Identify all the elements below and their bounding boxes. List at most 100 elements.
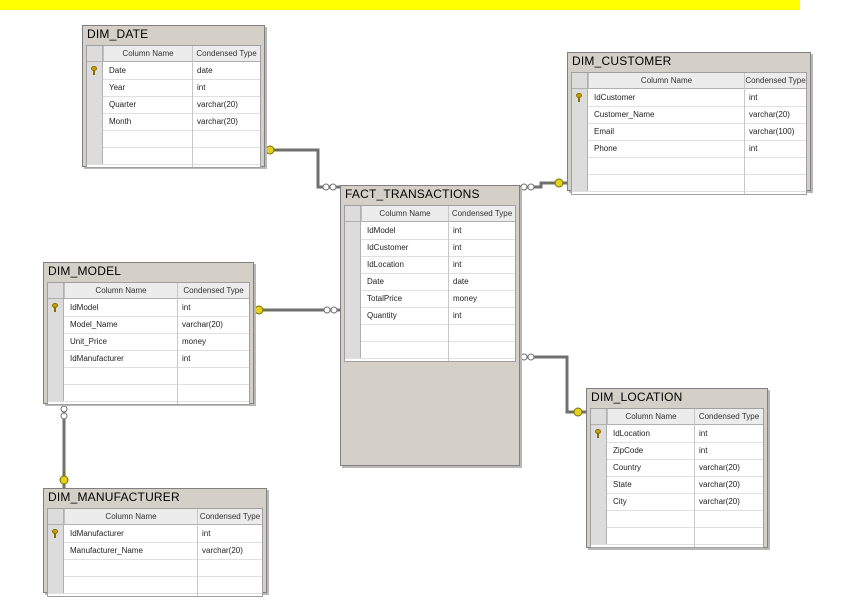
- row-selector[interactable]: [48, 299, 64, 316]
- many-end-icon: [322, 183, 337, 191]
- row-selector[interactable]: [345, 290, 361, 307]
- empty-row[interactable]: [48, 559, 262, 577]
- row-selector[interactable]: [48, 576, 64, 593]
- row-selector[interactable]: [572, 106, 588, 123]
- row-selector[interactable]: [48, 542, 64, 559]
- row-selector[interactable]: [591, 442, 607, 459]
- column-name: Model_Name: [70, 320, 118, 329]
- column-name: IdModel: [70, 303, 99, 312]
- column-name: IdManufacturer: [70, 529, 124, 538]
- empty-row[interactable]: [87, 147, 260, 165]
- row-selector[interactable]: [591, 527, 607, 544]
- row-selector[interactable]: [591, 510, 607, 527]
- column-name-header: Column Name: [361, 206, 448, 221]
- row-selector[interactable]: [48, 559, 64, 576]
- empty-row[interactable]: [345, 341, 515, 359]
- primary-key-icon: [52, 303, 58, 312]
- relationship-location-transactions[interactable]: [518, 353, 586, 417]
- empty-row[interactable]: [48, 384, 249, 402]
- row-selector[interactable]: [87, 96, 103, 113]
- condensed-type-header: Condensed Type: [694, 409, 763, 424]
- row-selector[interactable]: [87, 130, 103, 147]
- empty-row[interactable]: [48, 367, 249, 385]
- row-selector[interactable]: [572, 123, 588, 140]
- empty-row[interactable]: [591, 510, 763, 528]
- empty-row[interactable]: [87, 130, 260, 148]
- row-selector[interactable]: [572, 157, 588, 174]
- relationship-model-transactions[interactable]: [252, 305, 340, 315]
- row-selector[interactable]: [345, 256, 361, 273]
- row-selector[interactable]: [87, 62, 103, 79]
- row-selector[interactable]: [591, 425, 607, 442]
- row-selector[interactable]: [572, 140, 588, 157]
- column-type: varchar(20): [197, 117, 238, 126]
- column-name: Phone: [594, 144, 618, 153]
- row-selector[interactable]: [48, 384, 64, 401]
- row-selector[interactable]: [591, 493, 607, 510]
- row-selector[interactable]: [591, 476, 607, 493]
- column-name: Date: [367, 277, 384, 286]
- relationship-date-transactions[interactable]: [263, 145, 340, 191]
- empty-row[interactable]: [345, 324, 515, 342]
- row-selector[interactable]: [591, 459, 607, 476]
- row-selector[interactable]: [345, 341, 361, 358]
- row-selector[interactable]: [345, 273, 361, 290]
- empty-row[interactable]: [591, 527, 763, 545]
- row-selector[interactable]: [48, 525, 64, 542]
- row-selector[interactable]: [48, 367, 64, 384]
- row-selector[interactable]: [87, 113, 103, 130]
- row-selector[interactable]: [87, 147, 103, 164]
- empty-row[interactable]: [48, 576, 262, 594]
- row-selector[interactable]: [87, 79, 103, 96]
- row-selector[interactable]: [572, 89, 588, 106]
- empty-row[interactable]: [572, 174, 806, 192]
- row-selector[interactable]: [345, 324, 361, 341]
- row-selector[interactable]: [572, 174, 588, 191]
- row-selector[interactable]: [345, 222, 361, 239]
- row-selector[interactable]: [345, 239, 361, 256]
- relationship-manufacturer-model[interactable]: [59, 404, 69, 488]
- row-selector[interactable]: [345, 307, 361, 324]
- column-name: Customer_Name: [594, 110, 655, 119]
- relationship-customer-transactions[interactable]: [518, 178, 567, 191]
- row-selector[interactable]: [48, 350, 64, 367]
- row-selector[interactable]: [48, 316, 64, 333]
- row-selector[interactable]: [48, 333, 64, 350]
- column-type: [453, 341, 513, 358]
- empty-row[interactable]: [572, 157, 806, 175]
- many-end-icon: [520, 183, 535, 191]
